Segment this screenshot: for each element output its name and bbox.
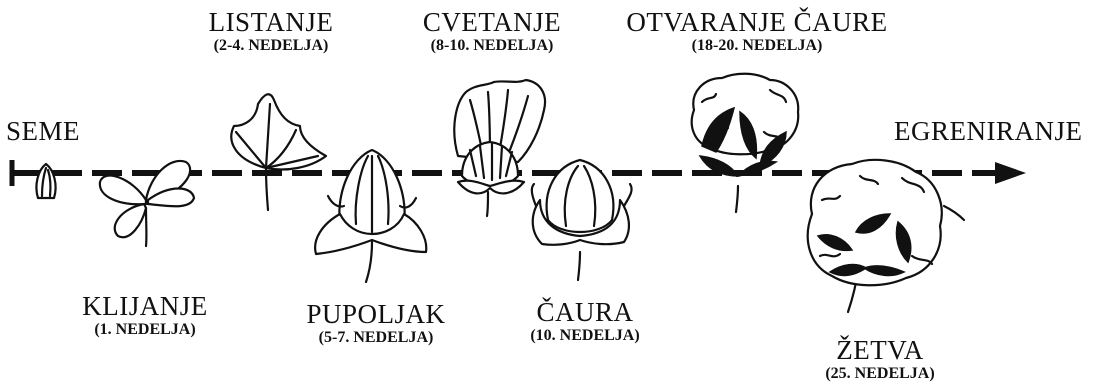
bud-icon [315,150,426,282]
stage-subtitle: (1. NEDELJA) [60,320,230,340]
stage-title: ČAURA [510,298,660,326]
flower-icon [454,80,545,216]
stage-title: KLIJANJE [60,292,230,320]
stage-title: PUPOLJAK [286,300,466,328]
harvest-icon [808,160,964,312]
stage-subtitle: (2-4. NEDELJA) [186,36,356,56]
opening-boll-icon [692,74,798,212]
boll-icon [532,160,632,280]
stage-subtitle: (10. NEDELJA) [510,326,660,346]
stage-title: ŽETVA [800,336,960,364]
stage-subtitle: (18-20. NEDELJA) [612,36,902,56]
stage-label-zetva: ŽETVA (25. NEDELJA) [800,336,960,384]
end-title: EGRENIRANJE [894,117,1083,145]
stage-subtitle: (5-7. NEDELJA) [286,328,466,348]
seed-icon [36,164,55,198]
stage-label-listanje: LISTANJE (2-4. NEDELJA) [186,8,356,56]
stage-label-pupoljak: PUPOLJAK (5-7. NEDELJA) [286,300,466,348]
stage-title: OTVARANJE ČAURE [612,8,902,36]
start-title: SEME [6,117,80,145]
stage-label-klijanje: KLIJANJE (1. NEDELJA) [60,292,230,340]
start-label: SEME [6,117,80,145]
stage-label-caura: ČAURA (10. NEDELJA) [510,298,660,346]
leaf-icon [231,94,326,210]
stage-label-otvaranje-caure: OTVARANJE ČAURE (18-20. NEDELJA) [612,8,902,56]
stage-title: LISTANJE [186,8,356,36]
stage-label-cvetanje: CVETANJE (8-10. NEDELJA) [402,8,582,56]
stage-title: CVETANJE [402,8,582,36]
end-label: EGRENIRANJE [894,117,1083,145]
stage-subtitle: (8-10. NEDELJA) [402,36,582,56]
stage-subtitle: (25. NEDELJA) [800,364,960,384]
